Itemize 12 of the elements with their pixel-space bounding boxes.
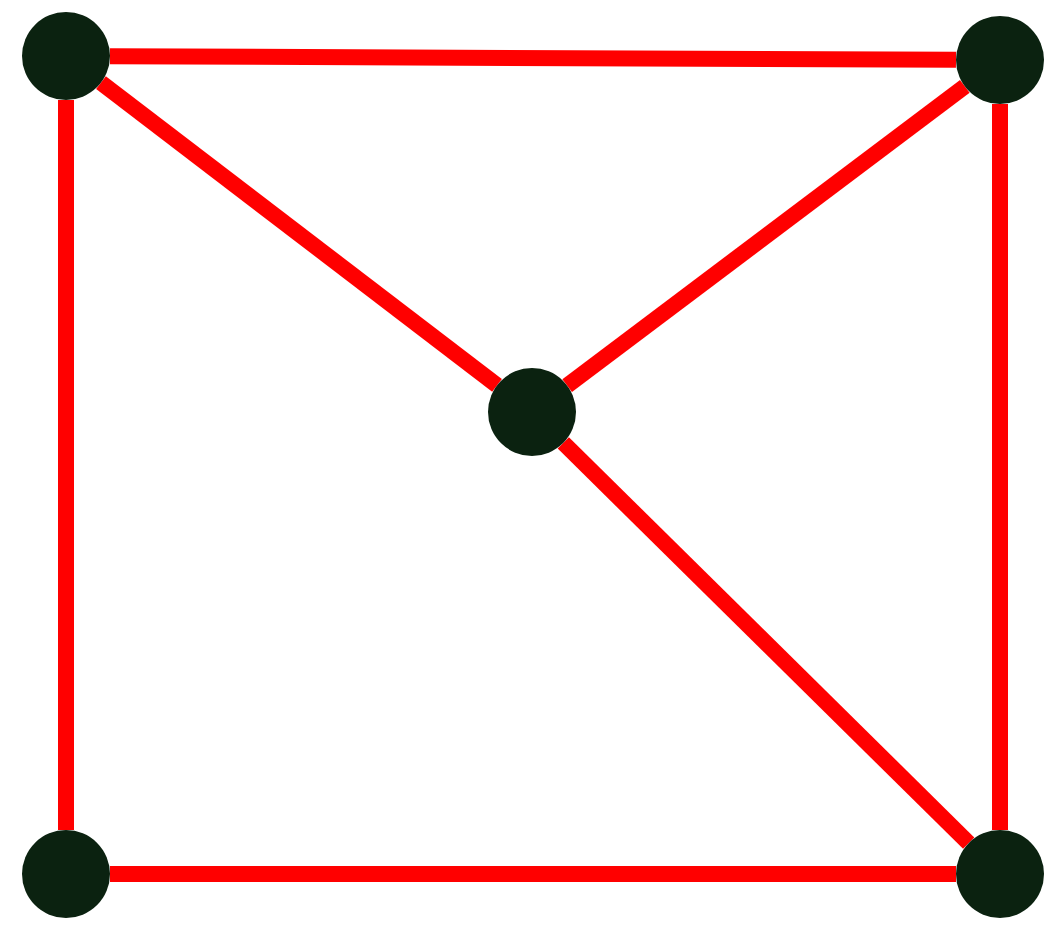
edge-line — [58, 100, 74, 830]
edge-line — [992, 104, 1008, 830]
vertex-dot — [488, 368, 576, 456]
edge-line — [557, 437, 975, 849]
edge-line — [562, 80, 970, 392]
vertex-dot — [956, 830, 1044, 918]
vertex-dot — [22, 12, 110, 100]
vertex-dot — [22, 830, 110, 918]
edge-line — [96, 76, 502, 392]
vertex-dot — [956, 16, 1044, 104]
edge-line — [110, 866, 956, 882]
edge-line — [109, 48, 957, 68]
